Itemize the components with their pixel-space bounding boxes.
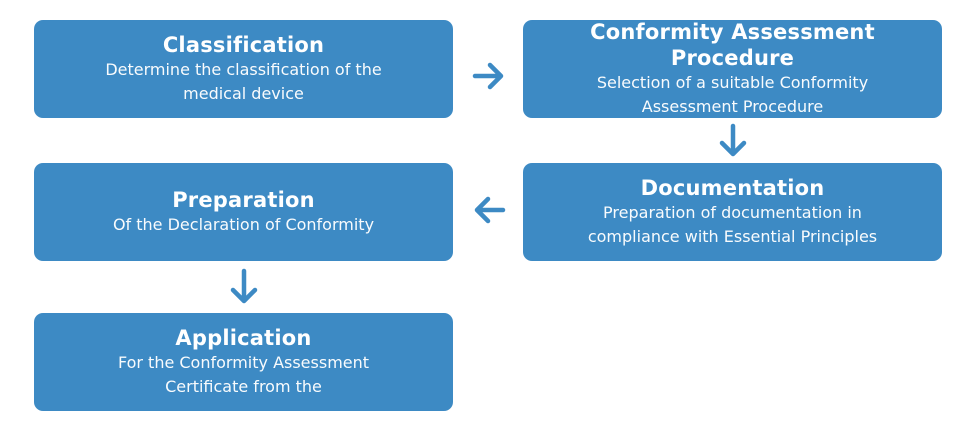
step-description: Preparation of documentation in complian…: [587, 203, 878, 246]
step-title: Documentation: [640, 176, 825, 200]
step-application-box: Application For the Conformity Assessmen…: [34, 313, 453, 411]
step-preparation-box: Preparation Of the Declaration of Confor…: [34, 163, 453, 261]
step-description: For the Conformity Assessment Certificat…: [117, 353, 370, 396]
step-title: Classification: [162, 33, 325, 57]
step-documentation-box: Documentation Preparation of documentati…: [523, 163, 942, 261]
arrow-down-icon: [230, 268, 258, 304]
arrow-left-icon: [474, 196, 506, 224]
step-title: Preparation: [172, 188, 315, 212]
step-conformity-assessment-box: Conformity Assessment Procedure Selectio…: [523, 20, 942, 118]
arrow-right-icon: [472, 62, 504, 90]
step-title: Conformity Assessment Procedure: [590, 20, 875, 70]
step-description: Of the Declaration of Conformity: [112, 215, 375, 234]
arrow-down-icon: [719, 123, 747, 157]
step-description: Determine the classification of the medi…: [105, 60, 382, 103]
step-title: Application: [175, 326, 312, 350]
step-classification-box: Classification Determine the classificat…: [34, 20, 453, 118]
step-description: Selection of a suitable Conformity Asses…: [596, 73, 869, 116]
